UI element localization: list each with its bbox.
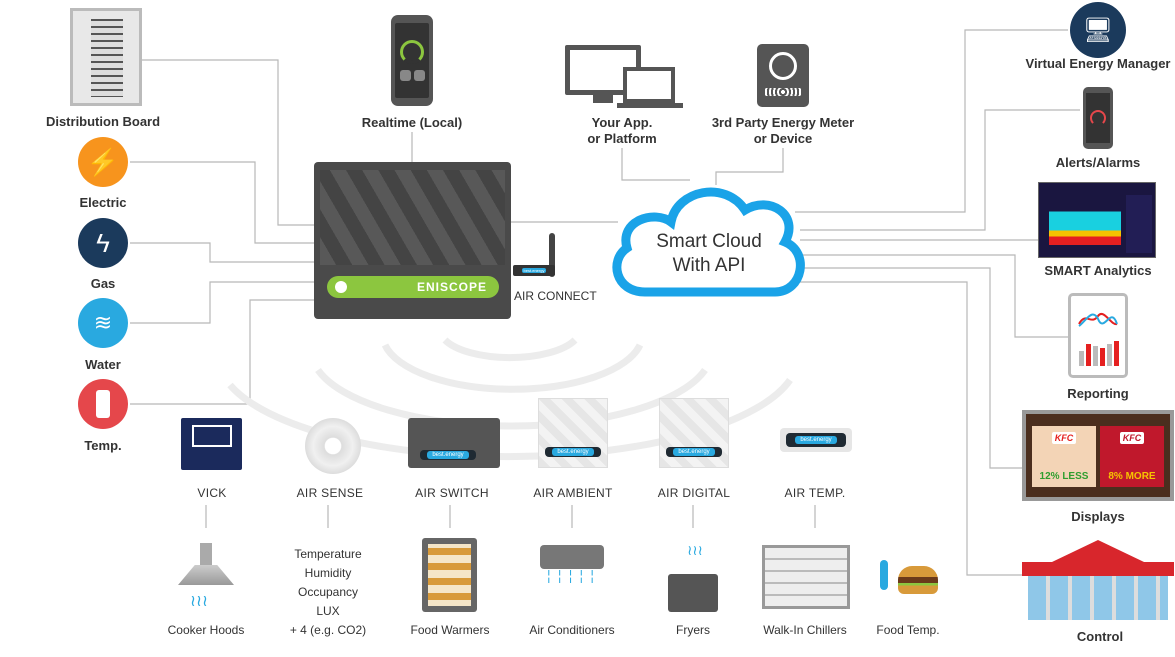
thermometer-burger-icon	[874, 560, 946, 600]
electric-icon: ⚡	[78, 137, 128, 187]
device-label-air-switch: AIR SWITCH	[415, 486, 489, 500]
alerts-label: Alerts/Alarms	[1055, 155, 1141, 170]
sensor-humidity: Humidity	[304, 566, 352, 580]
sensor-occupancy: Occupancy	[297, 585, 359, 599]
promo-panel-right: KFC 8% MORE	[1100, 426, 1164, 487]
analytics-label: SMART Analytics	[1044, 263, 1152, 278]
dongle-text: best.energy	[521, 268, 547, 273]
wireless-arcs	[227, 337, 793, 461]
realtime-label: Realtime (Local)	[361, 115, 463, 130]
control-store-icon	[1022, 540, 1174, 620]
kfc-logo-right: KFC	[1119, 432, 1145, 444]
meter-line2: or Device	[753, 131, 813, 146]
cloud-icon	[612, 187, 805, 297]
food-warmer-icon	[422, 538, 477, 612]
digital-display-screen: KFC 12% LESS KFC 8% MORE	[1022, 410, 1174, 501]
promo-right: 8% MORE	[1108, 471, 1156, 482]
reporting-icon	[1068, 293, 1128, 378]
realtime-phone-icon	[391, 15, 433, 106]
fryers-label: Fryers	[676, 623, 710, 637]
electric-label: Electric	[79, 195, 127, 210]
virtual-energy-manager-label: Virtual Energy Manager	[1025, 56, 1171, 71]
cloud-line2: With API	[672, 255, 746, 276]
your-app-line1: Your App.	[591, 115, 653, 130]
distribution-board-icon	[70, 8, 142, 106]
eniscope-hub: ENISCOPE	[314, 162, 511, 319]
gas-label: Gas	[90, 276, 116, 291]
air-digital-icon: best.energy	[659, 398, 729, 468]
sensor-extra: + 4 (e.g. CO2)	[289, 623, 367, 637]
sensor-lux: LUX	[316, 604, 340, 618]
food-warmers-label: Food Warmers	[410, 623, 490, 637]
walk-in-chillers-label: Walk-In Chillers	[763, 623, 847, 637]
alerts-phone-icon	[1083, 87, 1113, 149]
device-badge: best.energy	[673, 448, 715, 456]
water-label: Water	[85, 357, 121, 372]
device-badge: best.energy	[795, 436, 837, 444]
sensor-list: Temperature Humidity Occupancy LUX + 4 (…	[290, 545, 366, 640]
device-badge: best.energy	[427, 451, 469, 459]
walk-in-chiller-icon	[762, 545, 850, 609]
air-conditioners-label: Air Conditioners	[529, 623, 615, 637]
device-label-air-sense: AIR SENSE	[296, 486, 364, 500]
displays-label: Displays	[1071, 509, 1125, 524]
eniscope-brand-text: ENISCOPE	[416, 280, 487, 294]
device-label-air-ambient: AIR AMBIENT	[533, 486, 613, 500]
air-conditioner-icon: ╎╎╎╎╎	[540, 545, 604, 607]
cloud-label: Smart Cloud With API	[625, 230, 793, 278]
device-label-vick: VICK	[197, 486, 227, 500]
air-connect-label: AIR CONNECT	[514, 289, 597, 303]
fryer-icon: ≀≀≀	[666, 542, 724, 614]
virtual-energy-manager-icon: 🖥	[1070, 2, 1126, 58]
device-badge: best.energy	[552, 448, 594, 456]
promo-left: 12% LESS	[1039, 471, 1089, 482]
vick-device-icon	[181, 418, 242, 470]
reporting-label: Reporting	[1067, 386, 1129, 401]
distribution-board-label: Distribution Board	[45, 114, 161, 129]
device-label-air-digital: AIR DIGITAL	[657, 486, 731, 500]
your-app-line2: or Platform	[587, 131, 657, 146]
eniscope-brand-bar: ENISCOPE	[327, 276, 499, 298]
analytics-dashboard-screenshot	[1038, 182, 1156, 258]
device-label-air-temp: AIR TEMP.	[784, 486, 846, 500]
food-temp-label: Food Temp.	[876, 623, 940, 637]
monitor-laptop-icon	[565, 45, 683, 109]
air-sense-icon	[305, 418, 361, 474]
kfc-logo-left: KFC	[1051, 432, 1077, 444]
air-connect-antenna-icon: best.energy	[513, 233, 559, 279]
promo-panel-left: KFC 12% LESS	[1032, 426, 1096, 487]
thermometer-icon	[78, 379, 128, 429]
your-app-label: Your App.or Platform	[587, 115, 656, 147]
air-ambient-icon: best.energy	[538, 398, 608, 468]
air-temp-icon: best.energy	[780, 428, 852, 452]
cooker-hoods-label: Cooker Hoods	[167, 623, 245, 637]
temp-label: Temp.	[84, 438, 122, 453]
control-label: Control	[1076, 629, 1124, 644]
cooker-hood-icon: ≀≀≀	[176, 543, 236, 613]
cloud-line1: Smart Cloud	[656, 231, 762, 252]
water-waves-icon: ≋	[78, 298, 128, 348]
sensor-temperature: Temperature	[294, 547, 362, 561]
meter-line1: 3rd Party Energy Meter	[711, 115, 855, 130]
gas-flame-icon: ϟ	[78, 218, 128, 268]
air-switch-icon: best.energy	[408, 418, 500, 468]
energy-meter-icon	[757, 44, 809, 107]
